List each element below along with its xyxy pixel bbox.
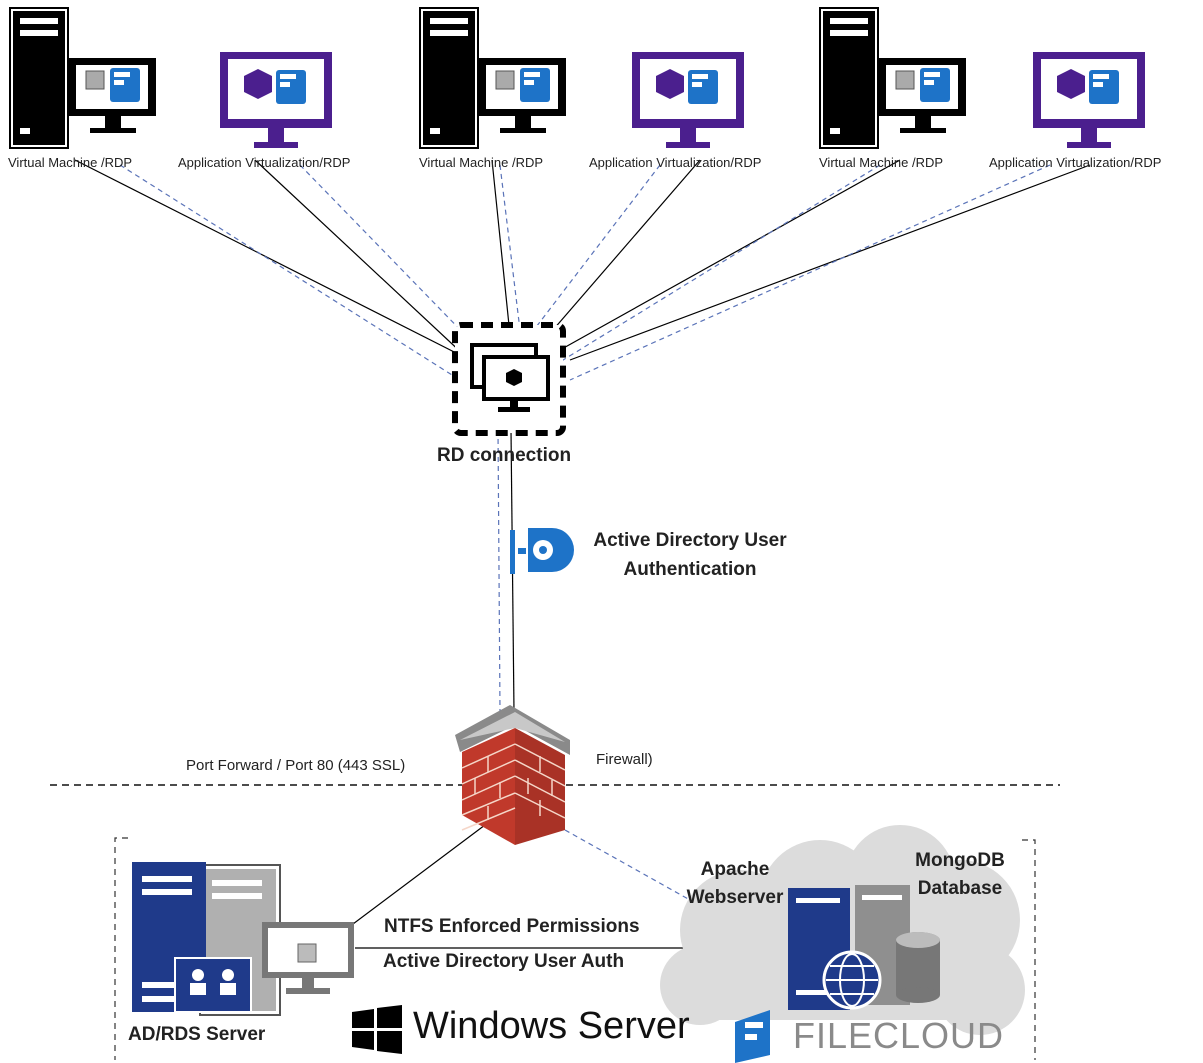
endpoint-dashed-connections xyxy=(119,164,1051,381)
app-virtualization-icon xyxy=(632,52,744,148)
ad-auth-line2: Authentication xyxy=(623,559,757,580)
app-virtualization-icon xyxy=(1033,52,1145,148)
firewall-icon xyxy=(455,705,570,845)
mongodb-label: MongoDB Database xyxy=(895,847,1025,903)
endpoint-label: Virtual Machine /RDP xyxy=(819,155,944,170)
filecloud-label: FILECLOUD xyxy=(793,1015,1005,1056)
apache-line2: Webserver xyxy=(686,887,784,908)
endpoint-label: Virtual Machine /RDP xyxy=(419,155,544,170)
ad-rds-server-icon xyxy=(132,862,354,1016)
mongodb-line2: Database xyxy=(917,878,1003,899)
endpoint-label: Virtual Machine /RDP xyxy=(8,155,133,170)
rd-connection-label: RD connection xyxy=(437,445,572,466)
windows-server-label: Windows Server xyxy=(413,1005,690,1047)
link-label-1: NTFS Enforced Permissions xyxy=(384,916,640,937)
port-forward-label: Port Forward / Port 80 (443 SSL) xyxy=(186,757,406,774)
apache-line1: Apache xyxy=(700,859,770,880)
app-virtualization-icon xyxy=(220,52,332,148)
endpoint-label: Application Virtualization/RDP xyxy=(178,155,351,170)
filecloud-server-icon xyxy=(788,885,940,1010)
vm-icon xyxy=(419,7,566,149)
apache-label: Apache Webserver xyxy=(670,856,800,912)
vm-icon xyxy=(9,7,156,149)
ad-rds-server-label: AD/RDS Server xyxy=(128,1024,266,1045)
endpoint-connections xyxy=(74,159,1091,371)
endpoint-label: Application Virtualization/RDP xyxy=(989,155,1162,170)
firewall-label: Firewall) xyxy=(596,751,653,768)
vm-icon xyxy=(819,7,966,149)
active-directory-auth-icon xyxy=(510,528,574,574)
link-label-2: Active Directory User Auth xyxy=(383,951,625,972)
mongodb-line1: MongoDB xyxy=(915,850,1005,871)
rd-connection-icon xyxy=(452,322,566,436)
endpoint-label: Application Virtualization/RDP xyxy=(589,155,762,170)
ad-auth-label: Active Directory User Authentication xyxy=(580,526,800,584)
filecloud-logo-icon xyxy=(735,1010,770,1063)
ad-auth-line1: Active Directory User xyxy=(593,530,787,551)
windows-logo-icon xyxy=(352,1005,402,1054)
